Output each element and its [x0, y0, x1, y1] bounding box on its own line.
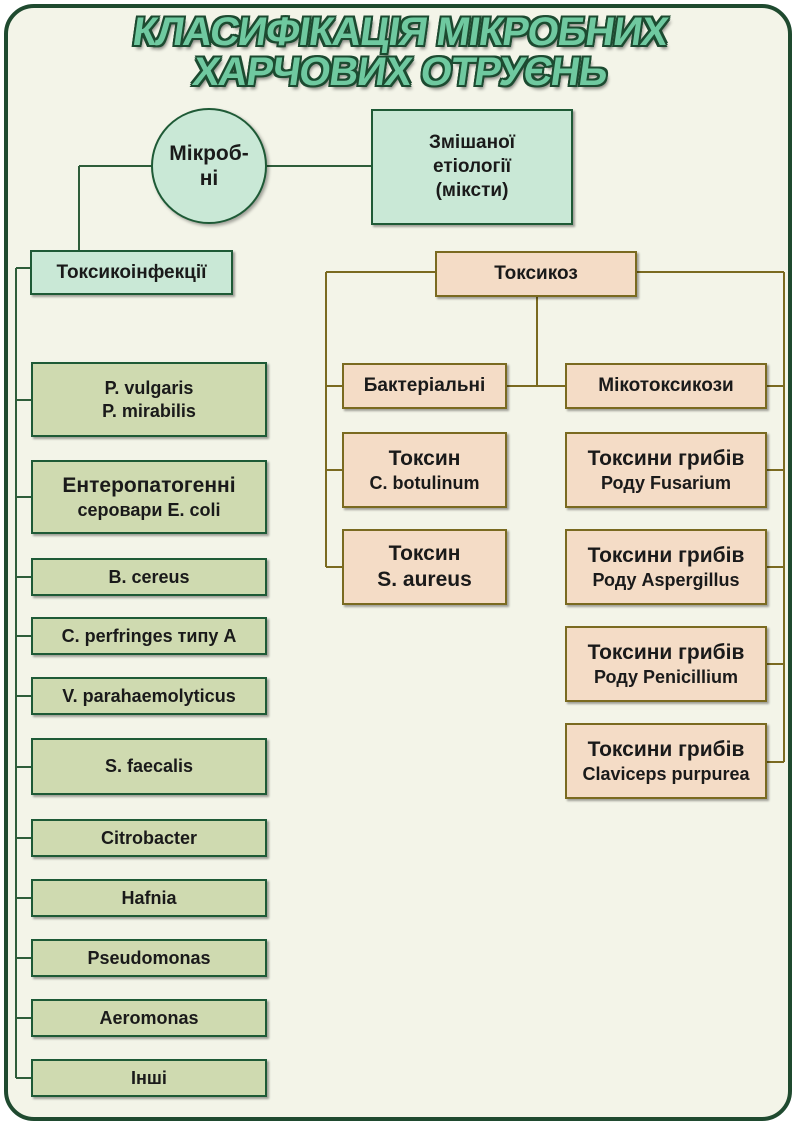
- item-text: Роду Fusarium: [601, 472, 731, 493]
- item-text: V. parahaemolyticus: [62, 685, 236, 706]
- item-text: Роду Penicillium: [594, 666, 738, 687]
- item-text: Токсин: [388, 446, 461, 470]
- title-line-2: ХАРЧОВИХ ОТРУЄНЬ: [190, 50, 610, 94]
- toxicoinfection-item: Ентеропатогенні серовари E. coli: [31, 460, 267, 534]
- mycotoxicoses-label: Мікотоксикози: [598, 375, 734, 397]
- toxicoinfections-box: Токсикоінфекції: [30, 250, 233, 295]
- item-text: Aeromonas: [99, 1007, 199, 1028]
- mycotoxin-item: Токсини грибів Роду Penicillium: [565, 626, 767, 702]
- item-text: S. faecalis: [104, 756, 194, 777]
- item-text: Citrobacter: [100, 827, 198, 848]
- toxicosis-box: Токсикоз: [435, 251, 637, 297]
- toxicoinfection-item: Hafnia: [31, 879, 267, 917]
- microbial-label-2: ні: [199, 167, 219, 190]
- toxicoinfection-item: C. perfringes типу А: [31, 617, 267, 655]
- bacterial-item: Токсин S. aureus: [342, 529, 507, 605]
- item-text: S. aureus: [377, 568, 472, 591]
- item-text: серовари E. coli: [77, 499, 221, 520]
- item-text: P. mirabilis: [102, 400, 196, 421]
- item-text: P. vulgaris: [104, 378, 194, 398]
- item-text: Ентеропатогенні: [62, 473, 236, 497]
- toxicoinfection-item: S. faecalis: [31, 738, 267, 795]
- bacterial-box: Бактеріальні: [342, 363, 507, 409]
- toxicoinfection-item: Citrobacter: [31, 819, 267, 857]
- item-text: Hafnia: [121, 887, 177, 908]
- mycotoxicoses-box: Мікотоксикози: [565, 363, 767, 409]
- item-text: C. perfringes типу А: [61, 625, 237, 646]
- item-text: Токсини грибів: [587, 446, 745, 470]
- toxicoinfection-item: Aeromonas: [31, 999, 267, 1037]
- toxicoinfections-label: Токсикоінфекції: [56, 261, 207, 283]
- item-text: Токсини грибів: [587, 640, 745, 664]
- toxicoinfection-item: Інші: [31, 1059, 267, 1097]
- item-text: Pseudomonas: [87, 947, 211, 968]
- toxicoinfection-item: B. cereus: [31, 558, 267, 596]
- mycotoxin-item: Токсини грибів Роду Aspergillus: [565, 529, 767, 605]
- item-text: Роду Aspergillus: [592, 569, 740, 590]
- item-text: Інші: [131, 1067, 167, 1088]
- microbial-circle: Мікроб- ні: [151, 108, 267, 224]
- toxicoinfection-item: V. parahaemolyticus: [31, 677, 267, 715]
- microbial-label-1: Мікроб-: [169, 141, 249, 165]
- title-line-1: КЛАСИФІКАЦІЯ МІКРОБНИХ: [129, 10, 671, 54]
- item-text: Claviceps purpurea: [582, 763, 750, 784]
- mycotoxin-item: Токсини грибів Claviceps purpurea: [565, 723, 767, 799]
- toxicoinfection-item: P. vulgaris P. mirabilis: [31, 362, 267, 437]
- toxicoinfection-item: Pseudomonas: [31, 939, 267, 977]
- item-text: Токсин: [388, 541, 461, 565]
- mycotoxin-item: Токсини грибів Роду Fusarium: [565, 432, 767, 508]
- mixed-line-2: етіології: [433, 156, 511, 178]
- toxicosis-label: Токсикоз: [494, 263, 578, 285]
- item-text: C. botulinum: [369, 472, 480, 493]
- item-text: B. cereus: [108, 566, 190, 587]
- mixed-line-1: Змішаної: [428, 132, 516, 154]
- bacterial-item: Токсин C. botulinum: [342, 432, 507, 508]
- mixed-line-3: (мiксти): [435, 179, 509, 201]
- item-text: Токсини грибів: [587, 543, 745, 567]
- bacterial-label: Бактеріальні: [363, 375, 486, 397]
- item-text: Токсини грибів: [587, 737, 745, 761]
- mixed-etiology-box: Змішаної етіології (мiксти): [371, 109, 573, 225]
